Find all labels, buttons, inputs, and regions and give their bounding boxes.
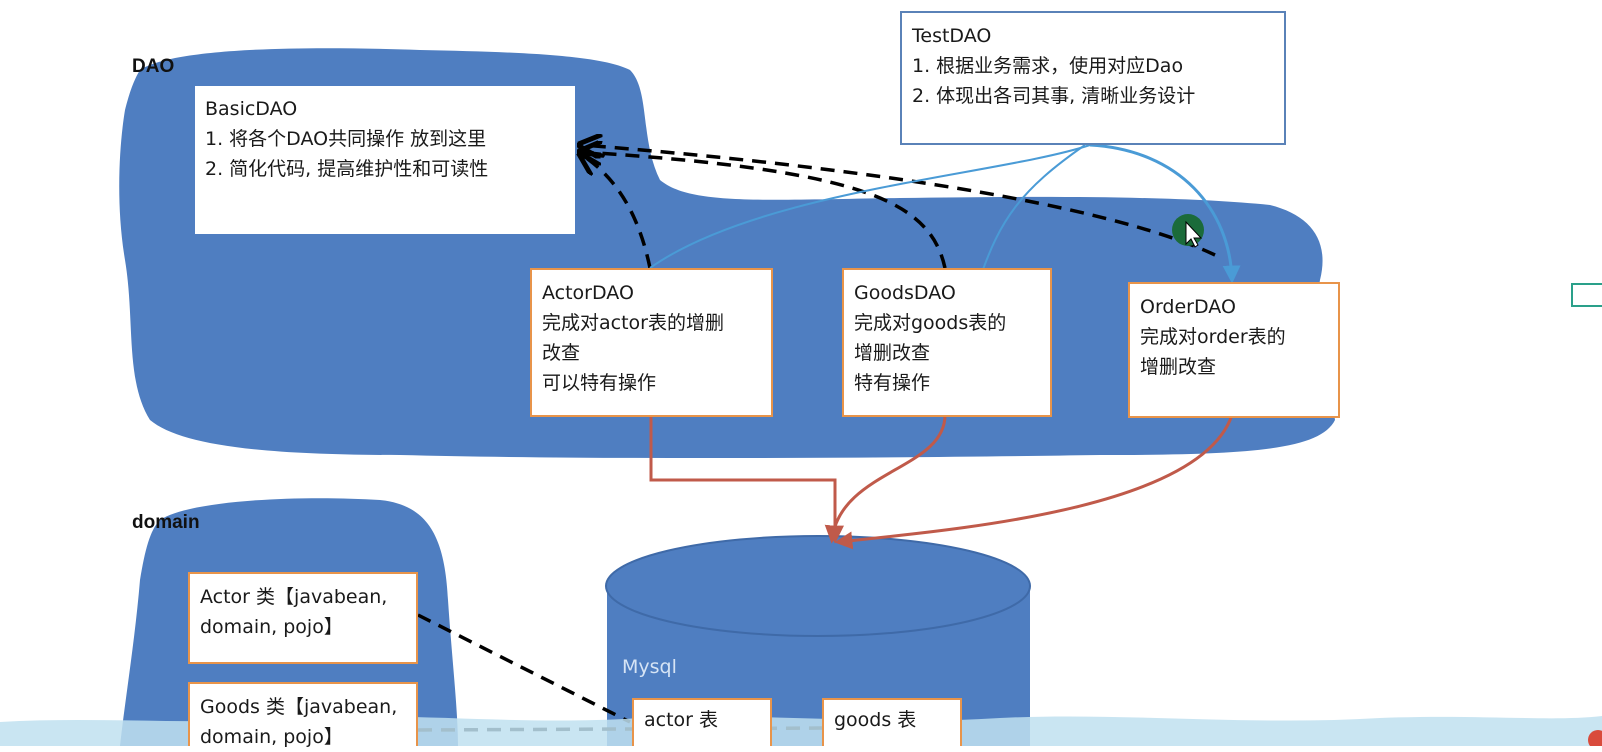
test-dao-title: TestDAO — [912, 25, 992, 47]
actor-dao-to-mysql-line — [649, 415, 844, 544]
actor-dao-title: ActorDAO — [542, 282, 634, 304]
actor-class-box: Actor 类【javabean, domain, pojo】 — [188, 572, 418, 664]
mysql-label: Mysql — [622, 656, 677, 678]
goods-table-box: goods 表 — [822, 698, 962, 746]
actor-class-line-2: domain, pojo】 — [200, 616, 343, 638]
goods-dao-title: GoodsDAO — [854, 282, 956, 304]
goods-class-line-1: Goods 类【javabean, — [200, 696, 398, 718]
goods-dao-to-mysql-line — [824, 414, 947, 544]
test-dao-line-2: 2. 体现出各司其事, 清晰业务设计 — [912, 85, 1196, 107]
goods-table-label: goods 表 — [834, 709, 917, 731]
order-dao-box: OrderDAO 完成对order表的 增删改查 — [1128, 282, 1340, 418]
test-uses-actor-line — [649, 144, 1091, 269]
edge-teal-box — [1571, 283, 1602, 307]
test-uses-order-line — [1089, 143, 1241, 284]
order-dao-title: OrderDAO — [1140, 296, 1236, 318]
order-dao-to-mysql-line — [834, 414, 1234, 550]
basic-dao-title: BasicDAO — [205, 98, 298, 120]
actor-table-label: actor 表 — [644, 709, 719, 731]
goods-dao-line-1: 完成对goods表的 — [854, 312, 1007, 334]
goods-class-line-2: domain, pojo】 — [200, 726, 343, 748]
actor-dao-line-2: 改查 — [542, 342, 581, 364]
order-dao-line-2: 增删改查 — [1140, 356, 1217, 378]
cursor-arrow-icon — [1185, 220, 1203, 248]
basic-dao-line-1: 1. 将各个DAO共同操作 放到这里 — [205, 128, 487, 150]
goods-dao-line-3: 特有操作 — [854, 372, 931, 394]
test-dao-box: TestDAO 1. 根据业务需求，使用对应Dao 2. 体现出各司其事, 清晰… — [900, 11, 1286, 145]
basic-dao-line-2: 2. 简化代码, 提高维护性和可读性 — [205, 158, 489, 180]
actor-class-to-table-line — [417, 613, 631, 724]
goods-dao-box: GoodsDAO 完成对goods表的 增删改查 特有操作 — [842, 268, 1052, 417]
corner-record-dot — [1588, 730, 1602, 746]
test-uses-goods-line — [979, 144, 1086, 279]
actor-dao-line-1: 完成对actor表的增删 — [542, 312, 724, 334]
goods-dao-line-2: 增删改查 — [854, 342, 931, 364]
test-dao-line-1: 1. 根据业务需求，使用对应Dao — [912, 55, 1184, 77]
mysql-cylinder-top — [605, 535, 1031, 637]
dao-package-label: DAO — [132, 56, 175, 77]
actor-table-box: actor 表 — [632, 698, 772, 746]
actor-class-line-1: Actor 类【javabean, — [200, 586, 388, 608]
actor-dao-box: ActorDAO 完成对actor表的增删 改查 可以特有操作 — [530, 268, 773, 417]
domain-package-label: domain — [132, 512, 200, 533]
order-extends-basic-line — [582, 145, 1216, 257]
order-dao-line-1: 完成对order表的 — [1140, 326, 1286, 348]
basic-dao-box: BasicDAO 1. 将各个DAO共同操作 放到这里 2. 简化代码, 提高维… — [195, 86, 575, 234]
actor-dao-line-3: 可以特有操作 — [542, 372, 657, 394]
goods-class-box: Goods 类【javabean, domain, pojo】 — [188, 682, 418, 748]
